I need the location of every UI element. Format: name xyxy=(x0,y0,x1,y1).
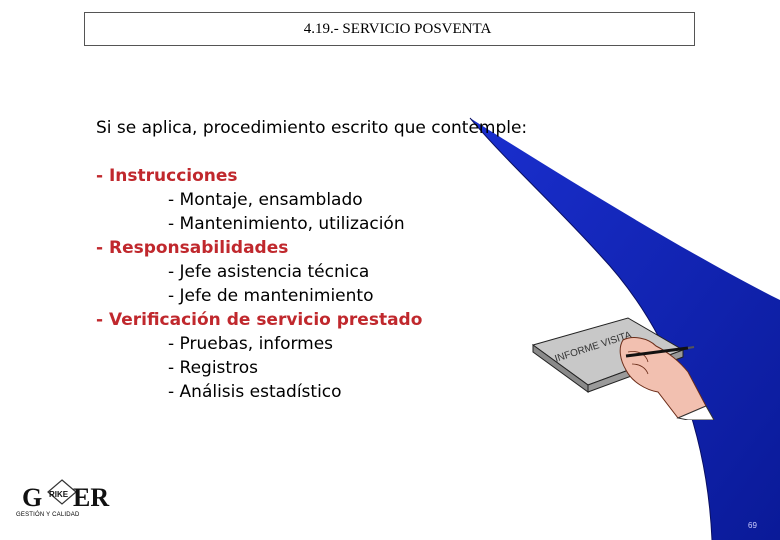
svg-text:ER: ER xyxy=(73,483,109,512)
list-item: - Mantenimiento, utilización xyxy=(168,214,405,234)
logo-tagline: GESTIÓN Y CALIDAD xyxy=(16,512,80,518)
section-heading-instrucciones: - Instrucciones xyxy=(96,166,238,186)
title-box: 4.19.- SERVICIO POSVENTA xyxy=(84,12,695,46)
content-body: Si se aplica, procedimiento escrito que … xyxy=(96,116,527,404)
svg-text:RIKE: RIKE xyxy=(49,490,69,499)
section-heading-responsabilidades: - Responsabilidades xyxy=(96,238,289,258)
report-writing-illustration: INFORME VISITA xyxy=(531,317,715,420)
page-number: 69 xyxy=(748,521,757,530)
slide-title: 4.19.- SERVICIO POSVENTA xyxy=(303,20,492,37)
list-item: - Jefe de mantenimiento xyxy=(168,286,374,306)
grike-logo: G RIKE ER xyxy=(22,479,109,512)
list-item: - Jefe asistencia técnica xyxy=(168,262,370,282)
intro-text: Si se aplica, procedimiento escrito que … xyxy=(96,118,528,138)
list-item: - Montaje, ensamblado xyxy=(168,190,363,210)
section-heading-verificacion: - Verificación de servicio prestado xyxy=(96,310,423,330)
list-item: - Pruebas, informes xyxy=(168,334,334,354)
list-item: - Análisis estadístico xyxy=(168,382,342,402)
list-item: - Registros xyxy=(168,358,258,378)
svg-text:G: G xyxy=(22,483,42,512)
